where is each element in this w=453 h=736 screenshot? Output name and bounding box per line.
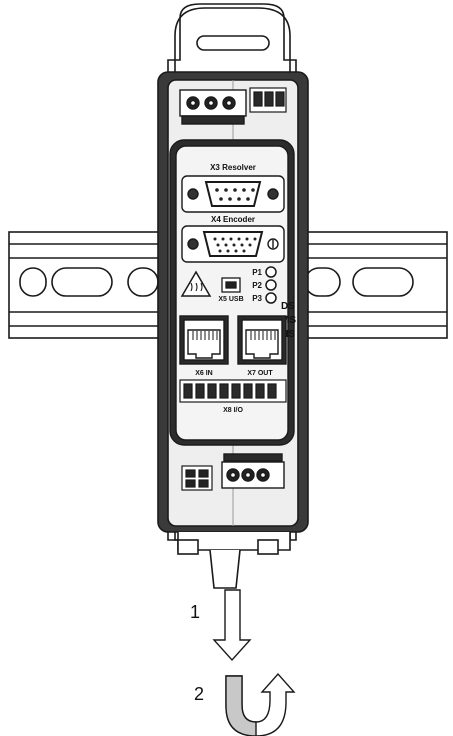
top-aux-connector	[249, 87, 287, 113]
top-power-connector	[179, 89, 247, 125]
x5-label: X5 USB	[218, 296, 243, 303]
rail-slot	[127, 267, 159, 297]
rail-slot	[19, 267, 47, 297]
p3-label: P3	[252, 294, 262, 303]
x3-resolver-connector	[181, 175, 285, 213]
rail-slot	[304, 267, 341, 297]
ds-label: DS	[281, 301, 295, 312]
x4-encoder-connector	[181, 225, 285, 263]
x6-in-port	[179, 315, 229, 365]
mounting-slot	[196, 35, 270, 51]
x8-io-terminal	[179, 379, 287, 403]
bottom-power-connector	[221, 453, 285, 489]
x4-label: X4 Encoder	[211, 215, 255, 224]
step2-rotate-arrow	[225, 672, 296, 736]
led-p1	[265, 266, 277, 278]
step2-label: 2	[194, 684, 204, 704]
step1-down-arrow	[212, 589, 252, 662]
led-p3	[265, 292, 277, 304]
rail-slot	[352, 267, 414, 297]
led-p2	[265, 279, 277, 291]
x7-out-port	[237, 315, 287, 365]
ns-label: NS	[281, 329, 295, 340]
bottom-aux-connector	[181, 465, 213, 491]
ms-label: MS	[281, 315, 296, 326]
hot-surface-warning-icon	[180, 270, 212, 297]
p1-label: P1	[252, 268, 262, 277]
rail-slot	[51, 267, 113, 297]
status-leds	[265, 266, 277, 304]
x7-label: X7 OUT	[247, 370, 273, 377]
x3-label: X3 Resolver	[210, 163, 256, 172]
step1-label: 1	[190, 602, 200, 622]
p2-label: P2	[252, 281, 262, 290]
x5-usb-port	[221, 277, 241, 293]
x8-label: X8 I/O	[223, 407, 243, 414]
x6-label: X6 IN	[195, 370, 213, 377]
